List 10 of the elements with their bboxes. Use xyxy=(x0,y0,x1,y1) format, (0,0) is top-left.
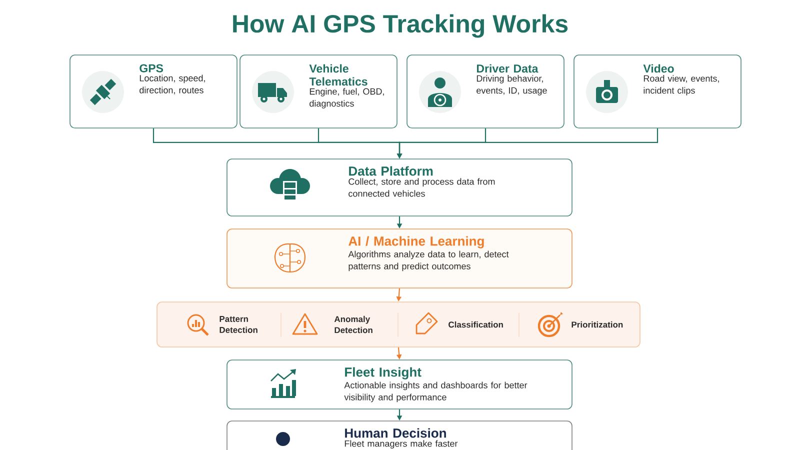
title: How AI GPS Tracking Works xyxy=(233,14,568,38)
process-box: Data Platform Collect, store and process data from connected vehicles xyxy=(226,158,572,216)
process-box: Fleet Insight Actionable insights and dashboards for better visibility and performance xyxy=(226,360,572,410)
process-box: Human Decision Fleet managers make faster xyxy=(226,420,572,450)
process-band xyxy=(156,302,640,348)
step-label: Pattern Detection xyxy=(220,316,258,333)
step-label: Anomaly Detection xyxy=(334,316,372,334)
step-label: Prioritization xyxy=(572,321,623,328)
step-label: Classification xyxy=(448,321,503,328)
process-box: AI / Machine Learning Algorithms analyze data to learn, detect patterns and predict outcomes xyxy=(226,228,572,288)
